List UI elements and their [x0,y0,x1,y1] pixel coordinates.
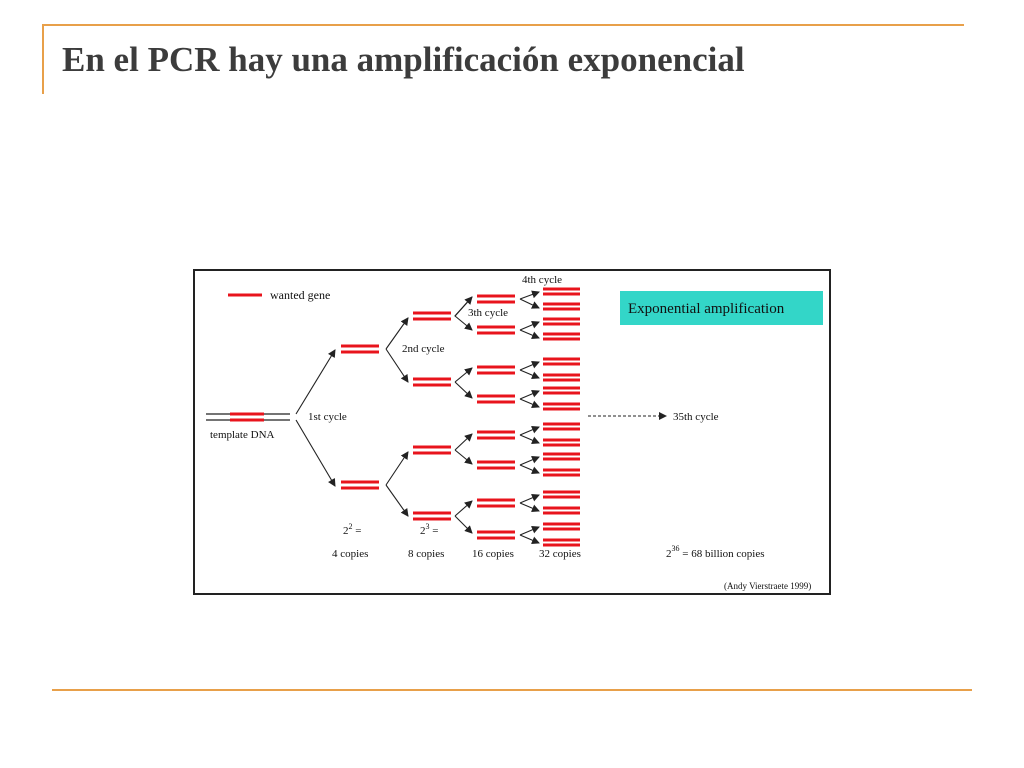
cycle-1-products [341,344,379,490]
credit-label: (Andy Vierstraete 1999) [724,581,811,591]
top-rule [42,24,964,26]
slide-title: En el PCR hay una amplificación exponenc… [62,40,745,79]
copies-16-label: 16 copies [472,548,514,560]
cycle-3-arrows [454,296,473,534]
copies-4-formula: 22 = [343,522,361,537]
exponential-label: Exponential amplification [628,301,785,317]
cycle-label-1: 1st cycle [308,411,347,423]
template-dna [206,412,290,422]
cycle-4-products [543,287,580,547]
copies-8-formula: 23 = [420,522,438,537]
bottom-rule [52,689,972,691]
cycle-1-arrows [295,349,336,487]
cycle-label-4: 4th cycle [522,274,562,286]
cycle-4-arrows [519,290,540,544]
cycle-label-2: 2nd cycle [402,343,445,355]
cycle-2-arrows [385,317,409,517]
copies-4-label: 4 copies [332,548,368,560]
cycle-3-products [477,294,515,540]
copies-32-label: 32 copies [539,548,581,560]
copies-8-label: 8 copies [408,548,444,560]
template-label: template DNA [210,429,275,441]
legend-label: wanted gene [270,288,330,302]
exponential-box [620,291,823,325]
cycle-2-products [413,311,451,521]
final-copies-label: 236 = 68 billion copies [666,544,765,560]
cycle-label-35: 35th cycle [673,411,719,423]
left-rule [42,24,44,94]
cycle-label-3: 3th cycle [468,307,508,319]
legend: wanted gene [228,288,330,302]
